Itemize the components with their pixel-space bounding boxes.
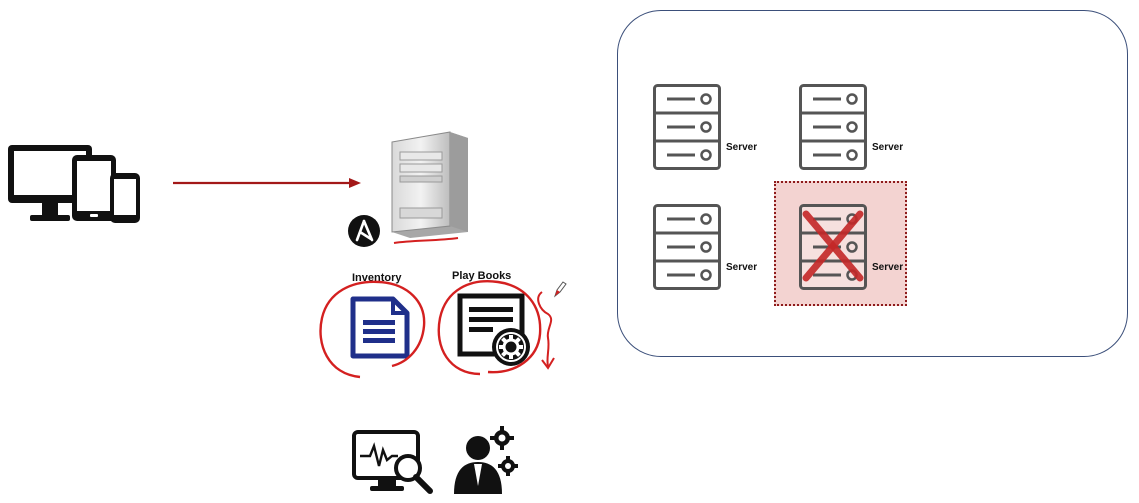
request-arrow	[173, 178, 361, 188]
devices-icon	[8, 145, 140, 223]
server-icon-2	[799, 84, 867, 170]
circle-annotations	[319, 280, 555, 379]
underline-annotation	[393, 237, 459, 244]
managed-nodes-cluster	[617, 10, 1128, 357]
ansible-logo-icon	[348, 215, 380, 247]
monitor-search-icon	[352, 430, 433, 494]
failed-cross-icon	[802, 210, 864, 282]
playbook-gear-icon	[457, 293, 530, 366]
server-label-2: Server	[872, 142, 904, 153]
inventory-label: Inventory	[352, 272, 402, 284]
server-icon-3	[653, 204, 721, 290]
pen-cursor-icon	[553, 281, 567, 298]
server-label-4: Server	[872, 262, 904, 273]
server-label-1: Server	[726, 142, 758, 153]
server-icon-1	[653, 84, 721, 170]
server-label-3: Server	[726, 262, 758, 273]
playbooks-label: Play Books	[452, 270, 512, 282]
document-icon	[350, 296, 410, 359]
admin-user-gear-icon	[454, 426, 518, 494]
tower-server-icon	[391, 131, 468, 238]
